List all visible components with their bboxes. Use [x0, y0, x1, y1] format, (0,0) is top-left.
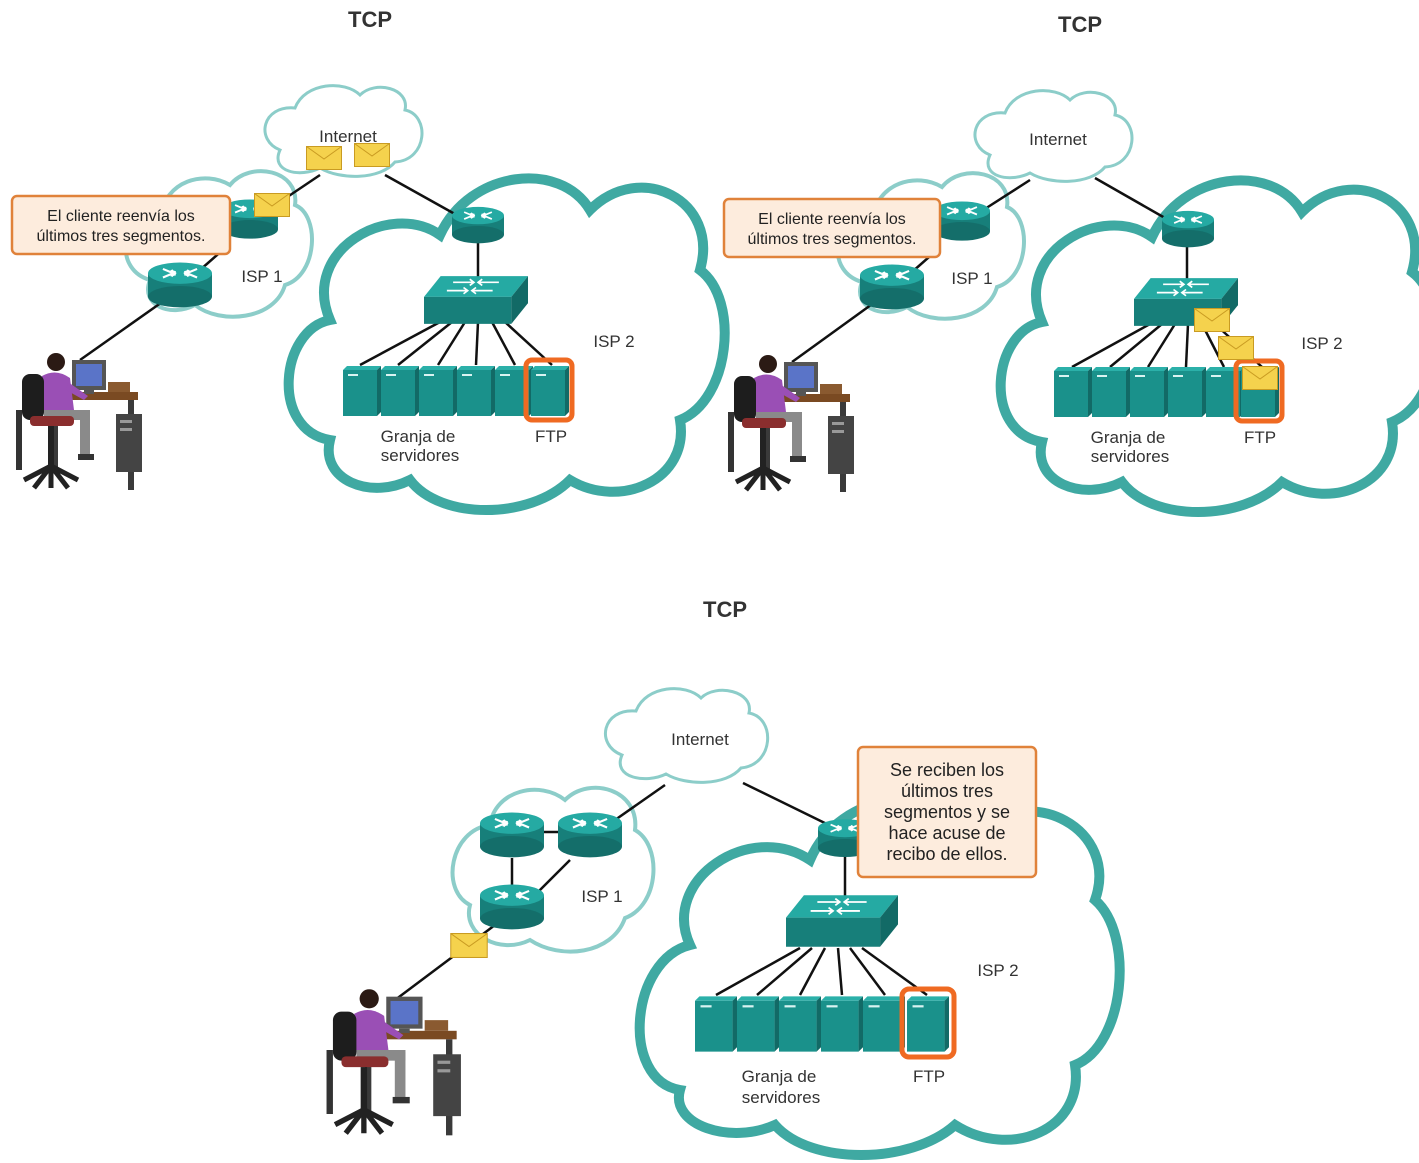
callout-line: El cliente reenvía los — [47, 208, 195, 225]
callout-line: recibo de ellos. — [886, 844, 1007, 864]
router-icon — [148, 262, 212, 309]
server-icon — [343, 366, 381, 416]
ftp-server-icon — [531, 366, 569, 416]
envelope-icon — [1218, 336, 1254, 360]
server-icon — [695, 996, 737, 1052]
server-icon — [1054, 367, 1092, 417]
isp1-label: ISP 1 — [951, 269, 992, 288]
callout-line: últimos tres segmentos. — [37, 228, 206, 245]
internet-label: Internet — [1029, 130, 1087, 149]
isp2-label: ISP 2 — [1301, 334, 1342, 353]
server-icon — [863, 996, 905, 1052]
panel-title: TCP — [348, 7, 392, 32]
farm-label: servidores — [381, 446, 459, 465]
envelope-icon — [254, 193, 290, 217]
isp2-cloud — [995, 175, 1419, 517]
router-icon — [480, 812, 544, 859]
callout-line: últimos tres — [901, 781, 993, 801]
server-icon — [737, 996, 779, 1052]
network-links — [79, 173, 553, 367]
callout-line: Se reciben los — [890, 760, 1004, 780]
server-icon — [381, 366, 419, 416]
user-workstation-icon — [327, 989, 461, 1135]
internet-cloud — [604, 687, 770, 784]
router-icon — [558, 812, 622, 859]
isp2-label: ISP 2 — [977, 961, 1018, 980]
callout-line: últimos tres segmentos. — [748, 231, 917, 248]
callout-line: segmentos y se — [884, 802, 1010, 822]
ftp-highlight — [523, 357, 575, 423]
callout: Se reciben los últimos tres segmentos y … — [856, 745, 1038, 879]
panel-2: TCP Internet ISP 1 ISP 2 — [722, 12, 1419, 517]
server-farm — [1054, 358, 1285, 424]
farm-label: Granja de — [1091, 428, 1166, 447]
router-icon — [860, 264, 924, 311]
ftp-highlight — [1233, 358, 1285, 424]
isp2-label: ISP 2 — [593, 332, 634, 351]
router-icon — [480, 884, 544, 931]
user-workstation-icon — [16, 353, 142, 490]
switch-icon — [424, 276, 528, 324]
ftp-label: FTP — [1244, 428, 1276, 447]
ftp-server-icon — [907, 996, 949, 1052]
router-icon — [1162, 210, 1214, 249]
ftp-label: FTP — [535, 427, 567, 446]
isp1-label: ISP 1 — [581, 887, 622, 906]
server-icon — [821, 996, 863, 1052]
server-icon — [419, 366, 457, 416]
callout: El cliente reenvía los últimos tres segm… — [722, 197, 942, 259]
internet-cloud — [973, 89, 1134, 183]
router-icon — [934, 200, 990, 242]
isp2-cloud — [634, 794, 1125, 1160]
ftp-highlight — [899, 986, 957, 1060]
isp1-cloud — [450, 785, 656, 954]
router-icon — [452, 206, 504, 245]
server-icon — [1092, 367, 1130, 417]
panel-title: TCP — [703, 597, 747, 622]
farm-label: Granja de — [742, 1067, 817, 1086]
server-icon — [779, 996, 821, 1052]
switch-icon — [786, 895, 898, 947]
panel-1: TCP Internet ISP 1 ISP 2 — [10, 7, 730, 515]
user-workstation-icon — [728, 355, 854, 492]
farm-label: servidores — [1091, 447, 1169, 466]
farm-label: Granja de — [381, 427, 456, 446]
panel-3: TCP Internet ISP 1 ISP 2 — [327, 597, 1125, 1160]
server-icon — [457, 366, 495, 416]
envelope-icon — [354, 143, 390, 167]
internet-label: Internet — [319, 127, 377, 146]
callout: El cliente reenvía los últimos tres segm… — [10, 194, 232, 256]
isp2-cloud — [283, 173, 730, 515]
panel-title: TCP — [1058, 12, 1102, 37]
server-icon — [1168, 367, 1206, 417]
envelope-icon — [306, 146, 342, 170]
server-icon — [1130, 367, 1168, 417]
server-farm — [695, 986, 957, 1060]
farm-label: servidores — [742, 1088, 820, 1107]
envelope-icon — [450, 933, 488, 958]
server-farm — [343, 357, 575, 423]
envelope-icon — [1242, 366, 1278, 390]
ftp-label: FTP — [913, 1067, 945, 1086]
callout-line: El cliente reenvía los — [758, 211, 906, 228]
envelope-icon — [1194, 308, 1230, 332]
callout-line: hace acuse de — [888, 823, 1005, 843]
isp1-label: ISP 1 — [241, 267, 282, 286]
internet-label: Internet — [671, 730, 729, 749]
